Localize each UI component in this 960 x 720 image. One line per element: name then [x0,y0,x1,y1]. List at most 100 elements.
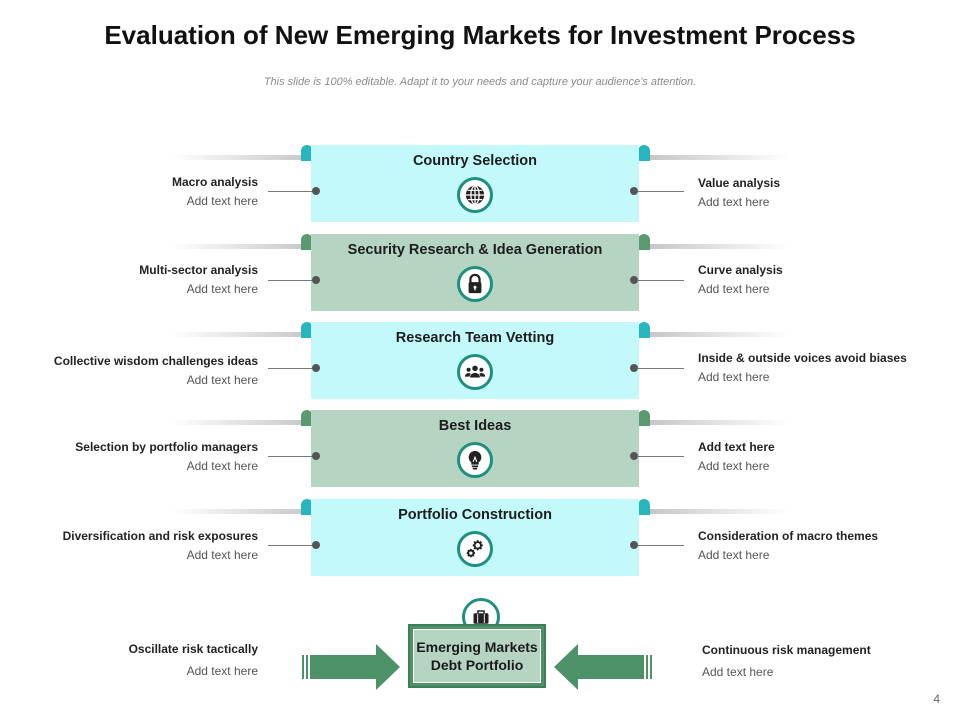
tab-left [301,234,313,250]
right-annotation-heading: Curve analysis [698,263,783,277]
right-annotation-text: Add text here [698,282,770,296]
connector-right [638,280,684,281]
connector-right [638,545,684,546]
right-annotation-heading: Add text here [698,440,775,454]
step-panel: Country Selection [311,145,639,222]
right-annotation-heading: Value analysis [698,176,781,190]
step-country-selection: Country Selection Macro analysis Add tex… [0,145,960,235]
step-title: Country Selection [412,153,538,169]
left-annotation-text: Add text here [186,194,258,208]
step-security-research: Security Research & Idea Generation Mult… [0,234,960,324]
right-annotation: Consideration of macro themes Add text h… [698,529,878,562]
tab-right [638,145,650,161]
connector-dot-left [312,187,320,195]
connector-left [268,368,316,369]
left-annotation-heading: Diversification and risk exposures [62,529,258,543]
right-annotation-text: Add text here [698,459,770,473]
connector-left [268,191,316,192]
team-icon [457,354,493,390]
right-annotation-heading: Consideration of macro themes [698,529,879,543]
left-annotation: Selection by portfolio managers Add text… [75,440,258,473]
left-annotation-heading: Selection by portfolio managers [75,440,258,454]
tab-right [638,322,650,338]
shadow-right [650,332,790,337]
left-annotation-text: Add text here [186,282,258,296]
right-annotation: Inside & outside voices avoid biases Add… [698,351,907,384]
shadow-right [650,155,790,160]
step-panel: Research Team Vetting [311,322,639,399]
connector-right [638,456,684,457]
left-annotation-heading: Macro analysis [171,175,258,189]
final-portfolio-box: Emerging Markets Debt Portfolio [408,624,546,688]
shadow-left [170,155,310,160]
lock-icon [457,266,493,302]
left-annotation-text: Add text here [186,459,258,473]
connector-right [638,368,684,369]
left-annotation-heading: Collective wisdom challenges ideas [53,354,258,368]
connector-dot-right [630,364,638,372]
connector-right [638,191,684,192]
connector-dot-right [630,541,638,549]
final-portfolio-label: Emerging Markets Debt Portfolio [413,629,541,683]
step-title: Security Research & Idea Generation [347,242,603,258]
left-annotation-text: Add text here [186,548,258,562]
step-title: Portfolio Construction [398,507,552,523]
tab-left [301,410,313,426]
connector-left [268,545,316,546]
step-portfolio-construction: Portfolio Construction Diversification a… [0,499,960,589]
connector-dot-left [312,541,320,549]
connector-dot-right [630,187,638,195]
arrow-right-icon [302,644,400,690]
final-output-section: Emerging Markets Debt Portfolio Oscillat… [0,598,960,698]
shadow-left [170,244,310,249]
shadow-right [650,244,790,249]
connector-dot-left [312,276,320,284]
left-annotation: Diversification and risk exposures Add t… [63,529,258,562]
right-annotation-text: Add text here [698,370,770,384]
gears-icon [457,531,493,567]
connector-dot-right [630,276,638,284]
connector-left [268,280,316,281]
lightbulb-icon [457,442,493,478]
arrow-left-icon [554,644,652,690]
shadow-right [650,509,790,514]
right-annotation: Add text here Add text here [698,440,775,473]
right-annotation-text: Add text here [702,665,774,679]
slide-subtitle: This slide is 100% editable. Adapt it to… [263,76,697,88]
tab-right [638,410,650,426]
right-annotation-heading: Inside & outside voices avoid biases [698,351,907,365]
connector-dot-left [312,364,320,372]
left-annotation: Oscillate risk tactically Add text here [129,642,258,678]
connector-dot-left [312,452,320,460]
left-annotation-text: Add text here [186,664,258,678]
left-annotation: Collective wisdom challenges ideas Add t… [54,354,258,387]
left-annotation-text: Add text here [186,373,258,387]
tab-left [301,499,313,515]
tab-right [638,234,650,250]
step-title: Research Team Vetting [395,330,555,346]
right-annotation-heading: Continuous risk management [702,643,871,657]
left-annotation-heading: Multi-sector analysis [139,263,258,277]
page-number: 4 [933,692,940,706]
left-annotation: Multi-sector analysis Add text here [139,263,258,296]
left-annotation: Macro analysis Add text here [172,175,258,208]
step-title: Best Ideas [438,418,512,434]
step-best-ideas: Best Ideas Selection by portfolio manage… [0,410,960,500]
right-annotation: Curve analysis Add text here [698,263,783,296]
globe-icon [457,177,493,213]
right-annotation-text: Add text here [698,195,770,209]
step-panel: Security Research & Idea Generation [311,234,639,311]
tab-left [301,145,313,161]
left-annotation-heading: Oscillate risk tactically [128,642,258,656]
slide-title: Evaluation of New Emerging Markets for I… [104,20,856,50]
shadow-left [170,509,310,514]
right-annotation-text: Add text here [698,548,770,562]
right-annotation: Continuous risk management Add text here [702,643,871,679]
shadow-left [170,332,310,337]
tab-right [638,499,650,515]
connector-dot-right [630,452,638,460]
shadow-left [170,420,310,425]
shadow-right [650,420,790,425]
right-annotation: Value analysis Add text here [698,176,780,209]
step-panel: Best Ideas [311,410,639,487]
